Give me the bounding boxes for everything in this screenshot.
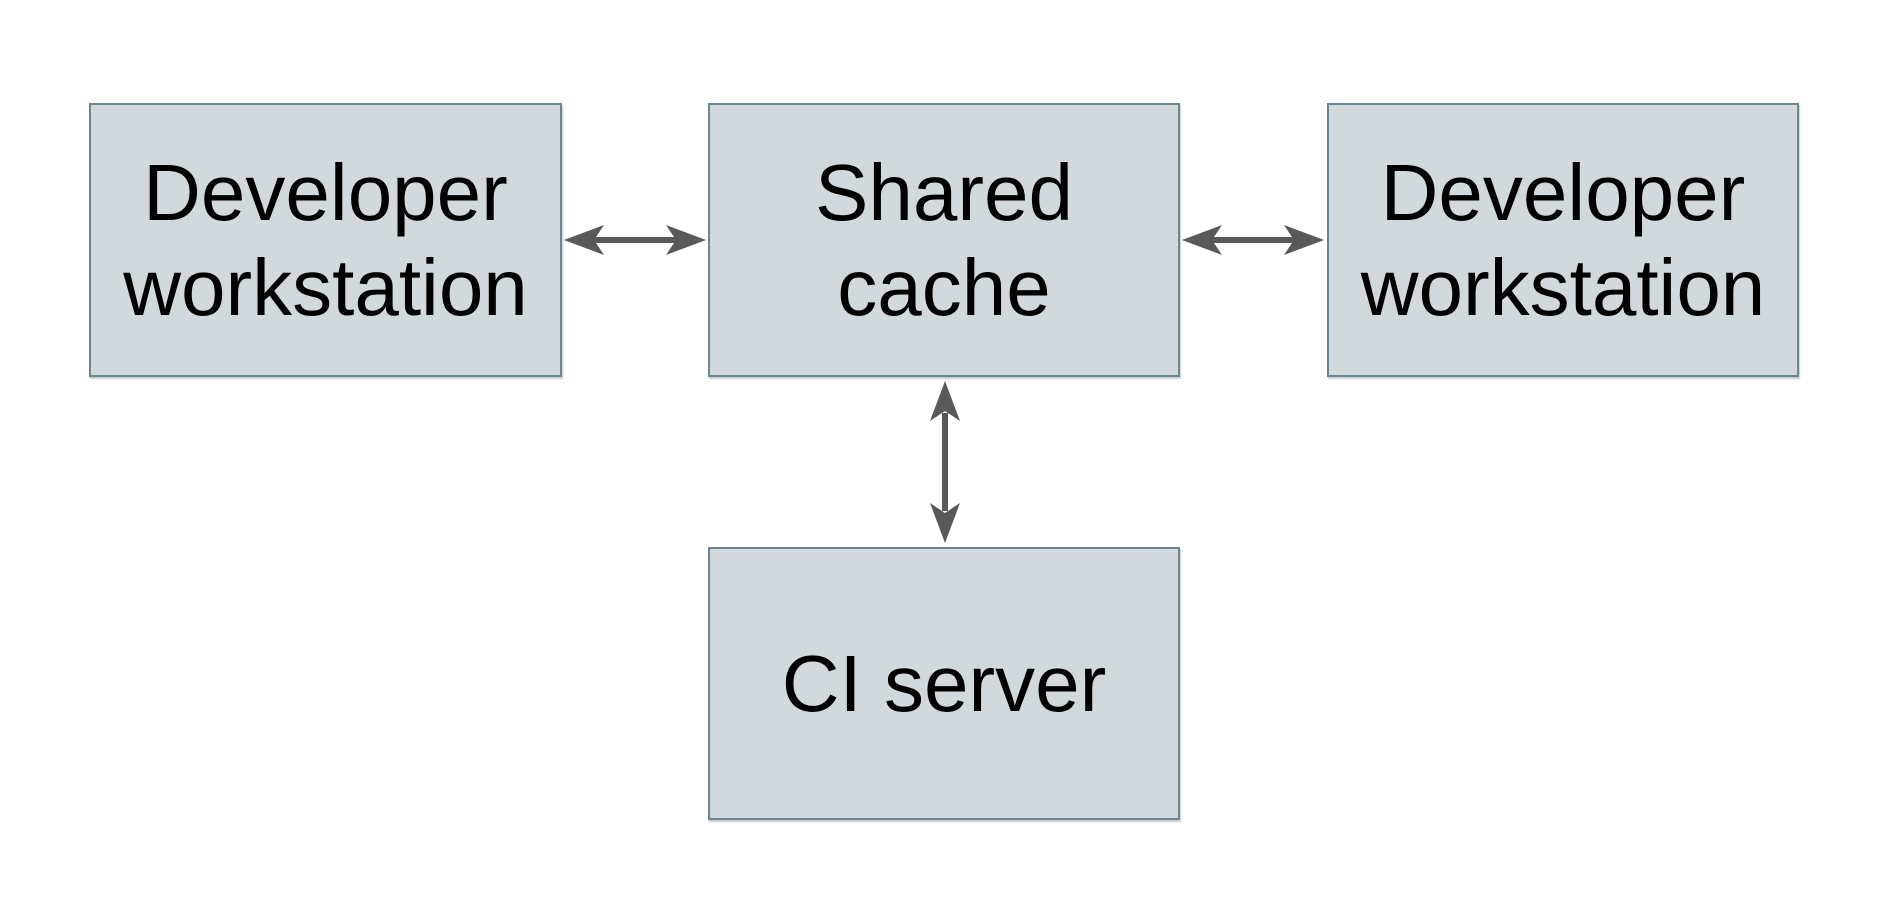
node-ci-server: CI server [708,547,1180,820]
node-developer-workstation-right: Developer workstation [1327,103,1799,377]
double-arrow-icon-workstation-left-to-shared-cache [561,215,709,265]
node-shared-cache: Shared cache [708,103,1180,377]
node-ci-server-label: CI server [781,639,1107,728]
node-developer-workstation-left-label: Developer workstation [123,148,528,332]
double-arrow-icon-shared-cache-to-ci-server [920,378,970,546]
node-developer-workstation-right-label: Developer workstation [1360,148,1766,332]
node-developer-workstation-left: Developer workstation [89,103,562,377]
node-shared-cache-label: Shared cache [815,148,1073,332]
double-arrow-icon-shared-cache-to-workstation-right [1179,215,1327,265]
